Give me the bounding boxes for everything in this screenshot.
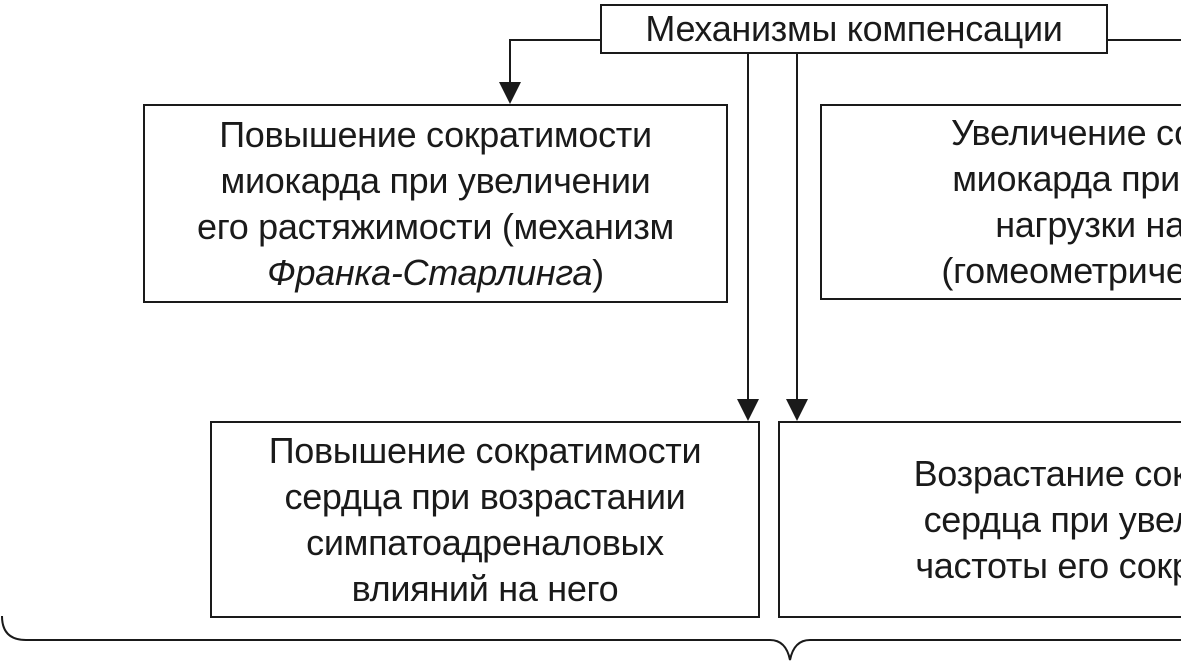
bottom-brace [1, 615, 1181, 661]
box-line: Повышение сократимости [219, 113, 652, 155]
box-line: (гомеометрически [941, 250, 1181, 291]
box-line: Увеличение сокр [951, 112, 1181, 153]
arrowhead-b3 [737, 399, 759, 421]
box-line: влияний на него [351, 567, 619, 609]
root-box-compensation-mechanisms: Механизмы компенсации [600, 4, 1108, 54]
box-line: сердца при возрастании [284, 475, 686, 517]
arrowhead-b4 [786, 399, 808, 421]
box-line: сердца при увелич [923, 498, 1181, 540]
box-homeometric: Увеличение сокр миокарда при во нагрузки… [820, 104, 1181, 300]
arrowhead-b1 [499, 82, 521, 104]
box-line: миокарда при во [952, 158, 1181, 199]
closing-paren: ) [592, 251, 604, 293]
italic-term: Франка-Старлинга [267, 251, 593, 293]
box-line: нагрузки на [995, 204, 1181, 245]
box-line: его растяжимости (механизм [196, 205, 674, 247]
box-frank-starling: Повышение сократимости миокарда при увел… [143, 104, 728, 303]
box-heart-rate: Возрастание сократ сердца при увелич час… [778, 421, 1181, 618]
box-line: миокарда при увеличении [220, 159, 651, 201]
box-sympathoadrenal: Повышение сократимости сердца при возрас… [210, 421, 760, 618]
box-line: Возрастание сократ [913, 452, 1181, 494]
edge-root-to-b1 [509, 39, 600, 86]
root-label: Механизмы компенсации [645, 8, 1063, 49]
box-line: симпатоадреналовых [306, 521, 664, 563]
box-line: Повышение сократимости [268, 429, 702, 471]
box-line-last: Франка-Старлинга) [197, 250, 674, 296]
box-line: частоты его сокращ [915, 544, 1181, 586]
